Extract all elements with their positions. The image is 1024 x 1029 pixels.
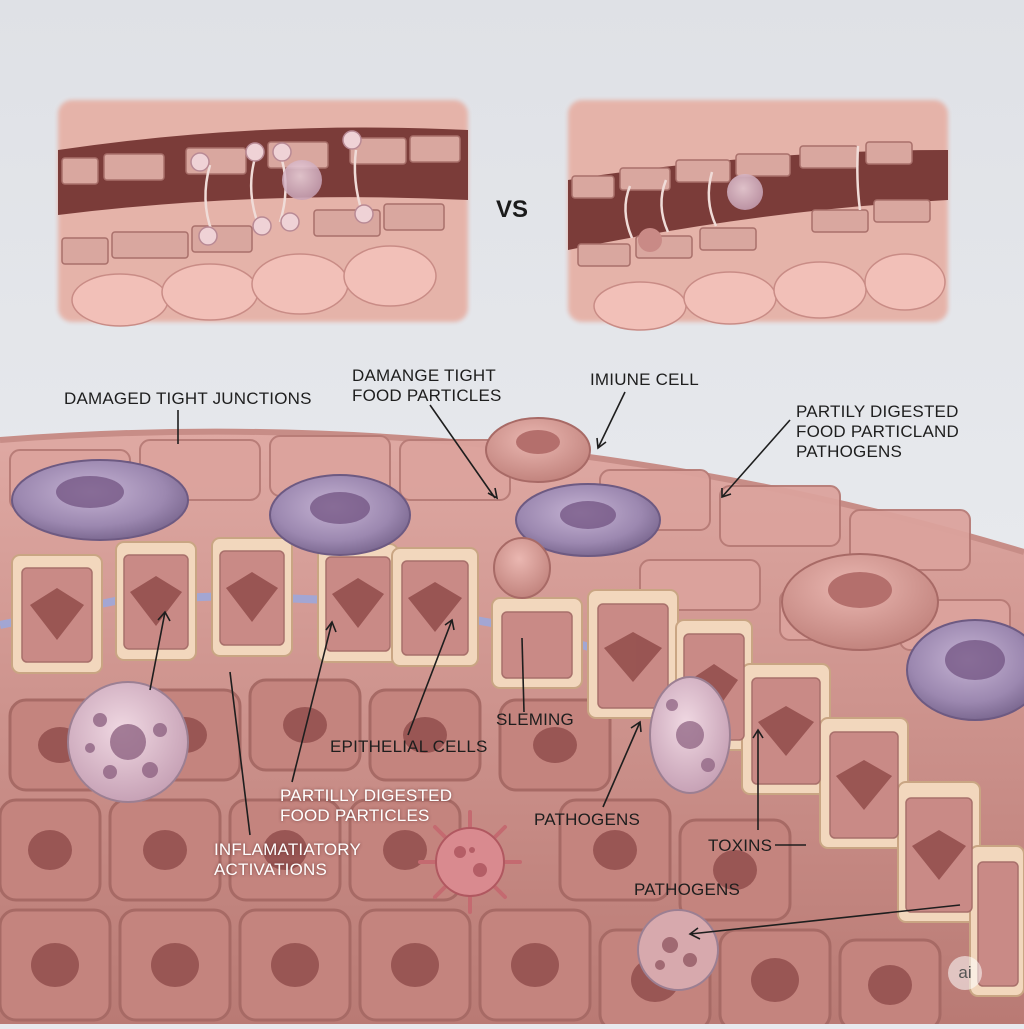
label-immune-cell: IMIUNE CELL — [590, 370, 699, 389]
immune-cells — [11, 459, 1024, 721]
comparison-vs-label: VS — [496, 196, 529, 223]
label-toxins: TOXINS — [708, 836, 773, 855]
floating-cells — [67, 676, 731, 991]
label-pathogens-mid: PATHOGENS — [534, 810, 641, 829]
label-partly-digested-food-and-pathogens: PARTILY DIGESTED FOOD PARTICLAND PATHOGE… — [796, 402, 959, 461]
label-inflammatory-activations: INFLAMATIATORY ACTIVATIONS — [214, 840, 362, 879]
leaky-gut-inset — [568, 100, 948, 331]
healthy-gut-inset — [58, 100, 468, 327]
epithelial-cell-blocks — [11, 537, 1024, 997]
virus-particle — [418, 810, 522, 914]
ai-watermark: ai — [948, 956, 982, 990]
label-damage-tight-food-particles: DAMANGE TIGHT FOOD PARTICLES — [352, 366, 502, 405]
intestinal-tissue — [0, 417, 1024, 1029]
label-sleming: SLEMING — [496, 710, 574, 729]
label-pathogens-low: PATHOGENS — [634, 880, 741, 899]
pink-cells — [485, 417, 939, 651]
label-damaged-tight-junctions: DAMAGED TIGHT JUNCTIONS — [64, 389, 312, 408]
label-epithelial-cells: EPITHELIAL CELLS — [330, 737, 488, 756]
label-partly-digested-food-particles: PARTILLY DIGESTED FOOD PARTICLES — [280, 786, 453, 825]
leader-lines — [149, 391, 961, 940]
